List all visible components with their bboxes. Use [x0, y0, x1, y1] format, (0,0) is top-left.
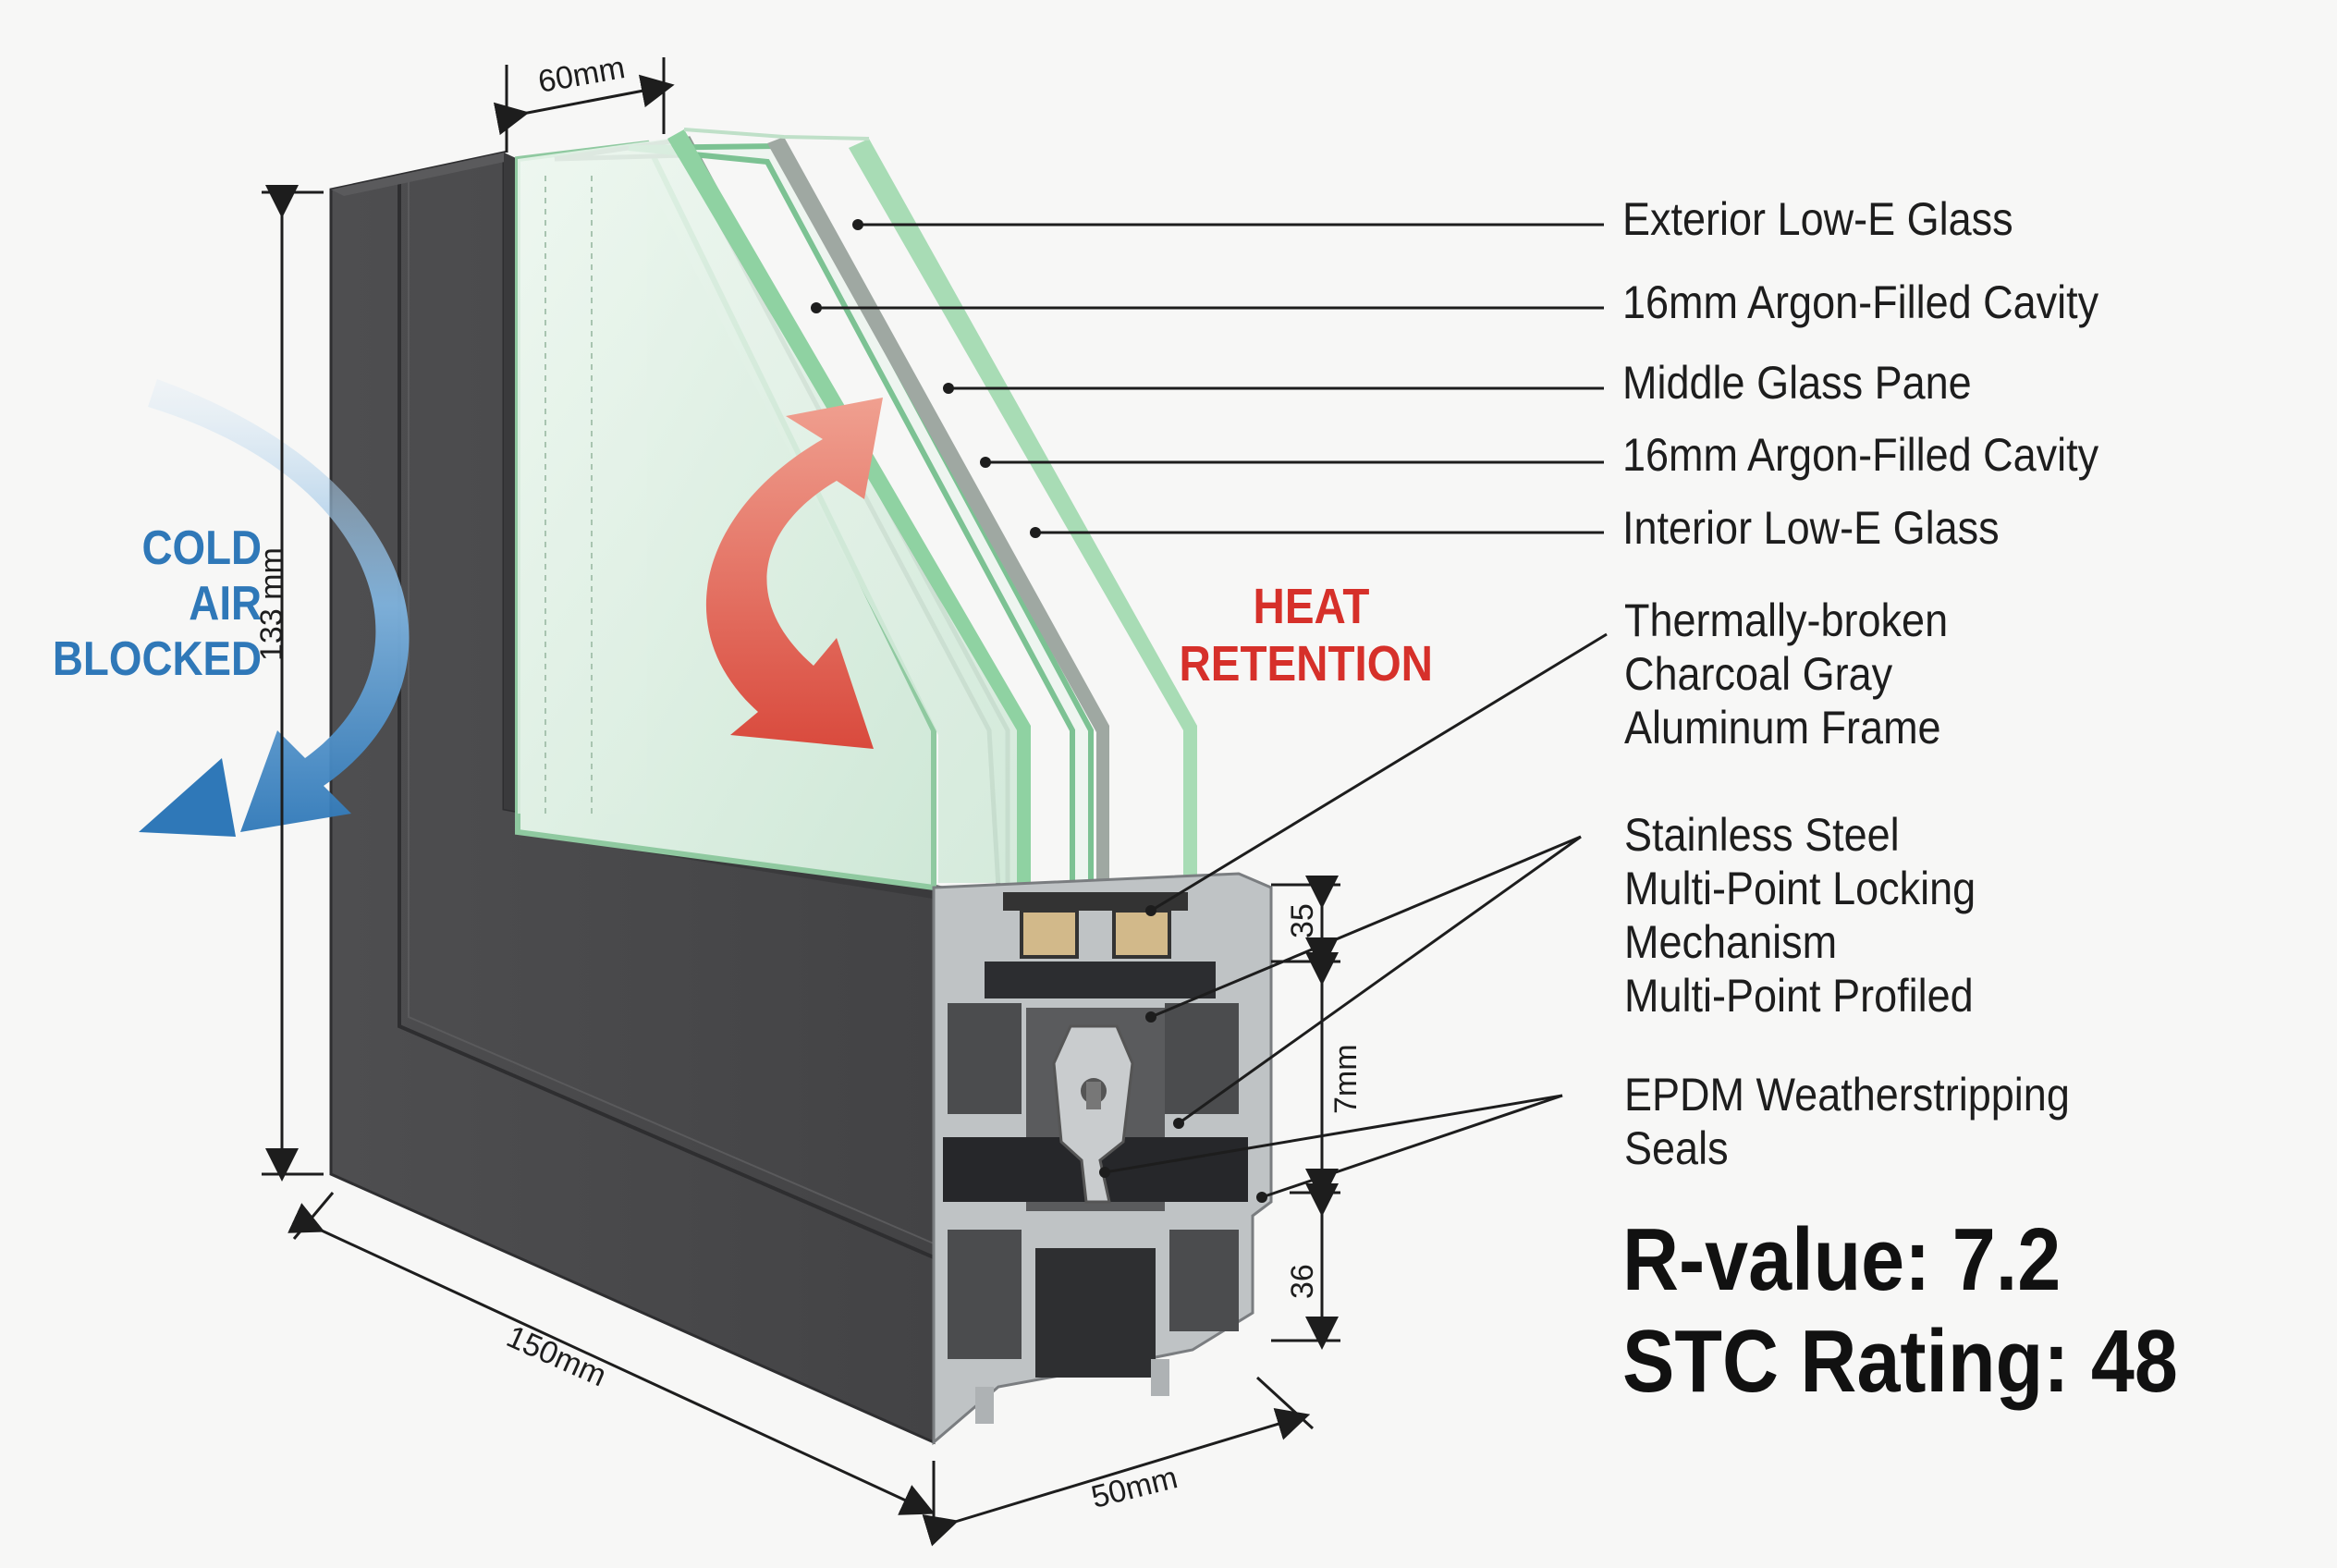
- leader-lines: [816, 223, 1608, 1199]
- cold-air-callout: COLD AIR BLOCKED: [53, 521, 262, 687]
- triple-glazing: [515, 128, 1197, 897]
- cold-air-arrow-tip: [139, 758, 236, 837]
- frame-line-3: Aluminum Frame: [1624, 702, 1941, 753]
- stc-rating: STC Rating: 48: [1622, 1312, 2178, 1411]
- label-cavity-2: 16mm Argon-Filled Cavity: [1622, 429, 2099, 481]
- heat-line-1: HEAT: [1253, 579, 1370, 634]
- dim-seg-bottom: 36: [1285, 1264, 1320, 1299]
- dim-seg-top: 35: [1285, 903, 1320, 938]
- seals-line-2: Seals: [1624, 1122, 1729, 1174]
- locking-line-4: Multi-Point Profiled: [1624, 970, 1974, 1022]
- label-exterior-glass: Exterior Low-E Glass: [1622, 193, 2013, 245]
- leader-dots: [811, 219, 1267, 1203]
- seals-line-1: EPDM Weatherstripping: [1624, 1069, 2070, 1121]
- locking-line-3: Mechanism: [1624, 916, 1838, 968]
- frame-line-2: Charcoal Gray: [1624, 648, 1893, 700]
- label-frame: Thermally-broken Charcoal Gray Aluminum …: [1624, 594, 1948, 754]
- frame-line-1: Thermally-broken: [1624, 594, 1949, 646]
- cold-line-2: AIR: [189, 577, 262, 631]
- locking-line-1: Stainless Steel: [1624, 809, 1900, 861]
- label-middle-glass: Middle Glass Pane: [1622, 357, 1972, 409]
- heat-retention-arrow: [705, 398, 883, 749]
- heat-line-2: RETENTION: [1179, 636, 1433, 692]
- dimension-lines: [262, 57, 1340, 1547]
- label-interior-glass: Interior Low-E Glass: [1622, 502, 2000, 554]
- cold-line-1: COLD: [141, 521, 262, 575]
- r-value-rating: R-value: 7.2: [1622, 1210, 2062, 1309]
- frame-profile-section: [932, 872, 1273, 1446]
- locking-line-2: Multi-Point Locking: [1624, 863, 1976, 914]
- label-cavity-1: 16mm Argon-Filled Cavity: [1622, 276, 2099, 328]
- cold-line-3: BLOCKED: [52, 632, 262, 686]
- label-seals: EPDM Weatherstripping Seals: [1624, 1068, 2070, 1175]
- label-locking: Stainless Steel Multi-Point Locking Mech…: [1624, 808, 1976, 1023]
- dim-seg-mid: 7mm: [1328, 1044, 1364, 1114]
- heat-retention-callout: HEAT RETENTION: [1179, 578, 1433, 692]
